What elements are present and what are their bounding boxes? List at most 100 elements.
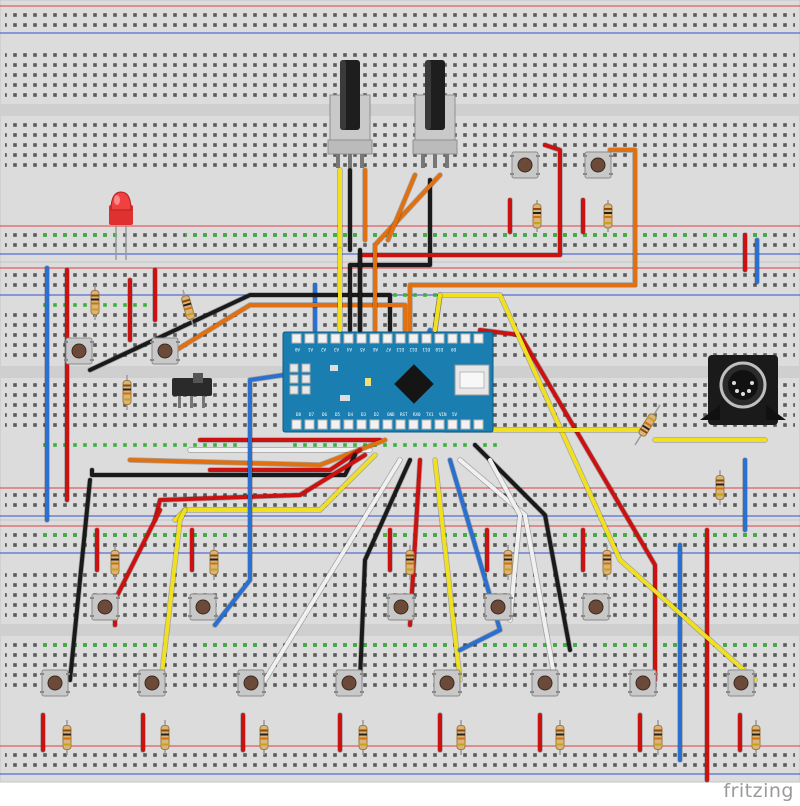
connected-holes	[200, 640, 260, 650]
resistor-band	[457, 733, 465, 736]
nano-pin-label: VIN	[439, 412, 447, 417]
nano-pin-label: D11	[422, 347, 430, 352]
button-leg	[509, 615, 513, 617]
button-cap	[588, 599, 604, 615]
resistor-icon	[259, 720, 269, 755]
resistor-band	[556, 737, 564, 740]
button-leg	[432, 673, 436, 675]
button-leg	[90, 359, 94, 361]
midi-inner	[728, 370, 758, 400]
resistor-band	[457, 743, 465, 746]
resistor-band	[111, 554, 119, 557]
nano-pin	[356, 333, 367, 344]
resistor-body-group	[160, 725, 170, 750]
connected-holes	[260, 230, 340, 240]
midi-pin	[735, 389, 739, 393]
resistor-band	[185, 312, 195, 317]
resistor-icon	[90, 285, 100, 320]
pot-base	[327, 139, 373, 155]
nano-pin	[304, 419, 315, 430]
resistor-band	[359, 743, 367, 746]
wire	[473, 443, 572, 652]
button-leg	[530, 691, 534, 693]
nano-pin	[343, 419, 354, 430]
resistor-band	[260, 729, 268, 732]
button-leg	[188, 597, 192, 599]
button-leg	[214, 597, 218, 599]
led-highlight	[114, 195, 120, 205]
resistor-band	[752, 729, 760, 732]
nano-board	[282, 331, 494, 433]
resistor-band	[716, 487, 724, 490]
button-leg	[581, 597, 585, 599]
rail-holes	[5, 492, 795, 512]
pushbutton-icon	[530, 669, 560, 697]
button-leg	[412, 615, 416, 617]
nano-pin	[291, 333, 302, 344]
nano-pin	[330, 333, 341, 344]
connected-holes	[290, 440, 500, 450]
resistor-body-group	[358, 725, 368, 750]
resistor-icon	[160, 720, 170, 755]
resistor-icon	[634, 404, 661, 446]
rail-holes	[5, 9, 795, 29]
resistor-band	[63, 737, 71, 740]
button-leg	[530, 673, 534, 675]
pushbutton-icon	[90, 593, 120, 621]
resistor-body-group	[405, 550, 415, 575]
nano-pin	[421, 419, 432, 430]
resistor-band	[654, 737, 662, 740]
button-leg	[583, 155, 587, 157]
connected-holes	[40, 640, 170, 650]
wire	[373, 173, 442, 332]
button-leg	[90, 615, 94, 617]
button-leg	[90, 597, 94, 599]
button-leg	[483, 597, 487, 599]
wire	[478, 328, 657, 682]
nano-pin-label: D13	[396, 347, 404, 352]
resistor-band	[91, 308, 99, 311]
button-leg	[536, 173, 540, 175]
button-leg	[40, 673, 44, 675]
button-cap	[439, 675, 455, 691]
resistor-body-group	[259, 725, 269, 750]
resistor-icon	[603, 200, 613, 232]
nano-pin-label: D2	[374, 412, 380, 417]
resistor-icon	[62, 720, 72, 755]
nano-usb-port	[459, 371, 485, 389]
connected-holes	[100, 530, 230, 540]
wire	[158, 508, 187, 692]
connected-holes	[300, 640, 460, 650]
resistor-body-group	[602, 550, 612, 575]
icsp-pin	[301, 385, 311, 395]
connected-holes	[560, 230, 630, 240]
switch-knob	[193, 373, 203, 383]
switch-pin	[190, 396, 193, 408]
button-cap	[341, 675, 357, 691]
midi-pin	[741, 392, 745, 396]
nano-smd	[340, 395, 350, 401]
button-leg	[654, 673, 658, 675]
nano-pin	[460, 419, 471, 430]
button-leg	[510, 173, 514, 175]
button-cap	[195, 599, 211, 615]
button-cap	[71, 343, 87, 359]
button-cap	[490, 599, 506, 615]
resistor-band	[644, 421, 652, 428]
button-leg	[752, 673, 756, 675]
connected-holes	[630, 230, 690, 240]
pushbutton-icon	[64, 337, 94, 365]
wire	[348, 178, 432, 332]
nano-pin-label: D7	[309, 412, 315, 417]
rail-holes	[5, 271, 795, 291]
resistor-icon	[503, 545, 513, 580]
potentiometer-icon	[327, 60, 373, 168]
button-leg	[66, 673, 70, 675]
pot-pin	[421, 154, 425, 168]
pot-pin	[445, 154, 449, 168]
button-leg	[628, 673, 632, 675]
resistor-body-group	[555, 725, 565, 750]
midi-foot	[766, 405, 786, 420]
resistor-band	[533, 212, 541, 214]
